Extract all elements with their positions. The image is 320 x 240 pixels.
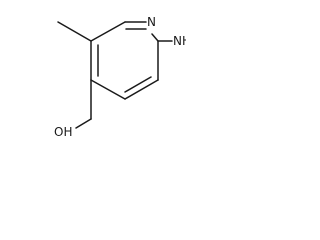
amine-main: NH [173, 34, 186, 48]
chemical-structure: N NH2 OH [54, 15, 186, 139]
hydroxyl-label: OH [54, 125, 72, 139]
ring-nitrogen-label: N [147, 15, 156, 29]
ring-bond-c2-c3 [90, 79, 126, 100]
ring-bond-c4-c5 [90, 21, 126, 42]
hydroxyl-bond [75, 118, 92, 129]
ring-bond-n-c6 [151, 33, 159, 42]
amine-label: NH2 [173, 34, 186, 51]
ring-bond-c1-c2 [124, 79, 159, 100]
methyl-bond [57, 21, 92, 42]
ring-double-bond-inner-bottom [124, 76, 152, 93]
